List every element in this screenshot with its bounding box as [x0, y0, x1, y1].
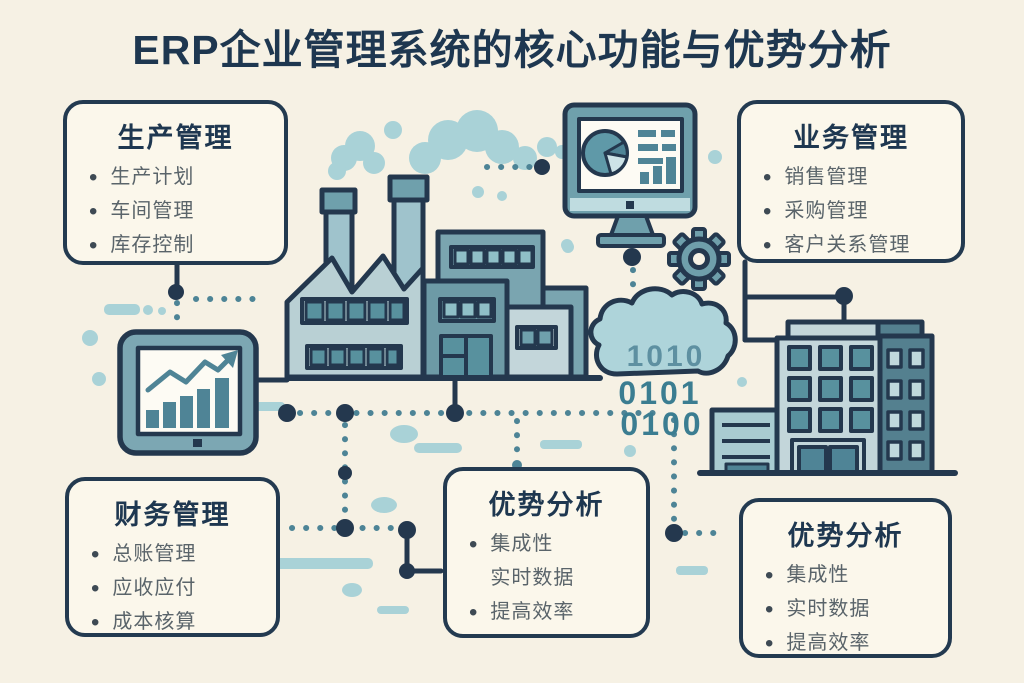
bullet-icon: • [765, 561, 775, 589]
bullet-icon: • [89, 197, 99, 225]
list-item: • 采购管理 [763, 199, 957, 224]
bullet-icon: • [91, 608, 101, 636]
list-item: • 实时数据 [765, 597, 944, 622]
gear-icon [667, 227, 731, 291]
item-label: 总账管理 [112, 543, 197, 565]
bullet-icon: • [765, 629, 775, 657]
advantage-center-box-title: 优势分析 [488, 490, 605, 520]
advantage-analysis-center-box: 优势分析 • 集成性 •实时数据 • 提高效率 [443, 467, 650, 638]
finance-box-title: 财务管理 [114, 500, 231, 530]
list-item: • 生产计划 [89, 165, 280, 190]
production-box-items: • 生产计划 • 车间管理 • 库存控制 [67, 165, 284, 258]
item-label: 成本核算 [112, 611, 197, 633]
business-management-box: 业务管理 • 销售管理 • 采购管理 • 客户关系管理 [737, 100, 965, 263]
finance-management-box: 财务管理 • 总账管理 • 应收应付 • 成本核算 [65, 477, 280, 637]
business-box-items: • 销售管理 • 采购管理 • 客户关系管理 [741, 165, 961, 258]
item-label: 车间管理 [110, 200, 195, 222]
advantage-analysis-right-box: 优势分析 • 集成性 • 实时数据 • 提高效率 [739, 498, 952, 658]
production-box-title: 生产管理 [117, 123, 234, 153]
item-label: 生产计划 [110, 166, 195, 188]
bullet-icon: • [89, 163, 99, 191]
list-item: • 应收应付 [91, 576, 272, 601]
bullet-icon: • [89, 231, 99, 259]
office-building-icon [697, 319, 958, 476]
junction-dots [168, 159, 853, 579]
item-label: 客户关系管理 [784, 234, 911, 256]
cloud-binary-line1: 1010 [627, 340, 706, 373]
dotted-connectors [174, 164, 729, 536]
advantage-right-box-title: 优势分析 [787, 521, 904, 551]
item-label: 库存控制 [110, 234, 195, 256]
decorative-accents [82, 150, 908, 614]
bullet-icon: • [765, 595, 775, 623]
page-title: ERP企业管理系统的核心功能与优势分析 [132, 27, 892, 73]
list-item: • 集成性 [469, 532, 642, 557]
business-box-title: 业务管理 [793, 123, 909, 153]
list-item: • 成本核算 [91, 610, 272, 635]
advantage-center-box-items: • 集成性 •实时数据 • 提高效率 [447, 532, 646, 625]
list-item: • 库存控制 [89, 233, 280, 258]
finance-box-items: • 总账管理 • 应收应付 • 成本核算 [69, 542, 276, 635]
item-label: 提高效率 [786, 632, 871, 654]
monitor-pie-chart-icon [562, 102, 698, 248]
list-item: • 销售管理 [763, 165, 957, 190]
item-label: 集成性 [490, 533, 554, 555]
bullet-icon: • [763, 231, 773, 259]
production-management-box: 生产管理 • 生产计划 • 车间管理 • 库存控制 [63, 100, 288, 265]
cloud-binary-line2: 0101 [618, 375, 701, 411]
item-label: 销售管理 [784, 166, 869, 188]
factory-icon [284, 174, 603, 381]
list-item: • 车间管理 [89, 199, 280, 224]
cloud-binary-line3: 0100 [620, 406, 703, 442]
tablet-growth-chart-icon [117, 329, 259, 456]
bullet-icon: • [763, 163, 773, 191]
item-label: 提高效率 [490, 601, 575, 623]
item-label: 实时数据 [786, 598, 871, 620]
item-label: 集成性 [786, 564, 850, 586]
bullet-icon: • [469, 598, 479, 626]
list-item: • 提高效率 [765, 631, 944, 656]
item-label: 采购管理 [784, 200, 869, 222]
bullet-icon: • [763, 197, 773, 225]
bullet-icon: • [91, 574, 101, 602]
item-label: 实时数据 [490, 567, 575, 589]
item-label: 应收应付 [112, 577, 197, 599]
list-item: • 总账管理 [91, 542, 272, 567]
list-item: • 提高效率 [469, 600, 642, 625]
advantage-right-box-items: • 集成性 • 实时数据 • 提高效率 [743, 563, 948, 656]
smoke-icon [328, 110, 569, 180]
cloud-data-icon: 1010 0101 0100 [588, 286, 738, 442]
bullet-icon: • [469, 530, 479, 558]
list-item: • 客户关系管理 [763, 233, 957, 258]
list-item: • 集成性 [765, 563, 944, 588]
list-item: •实时数据 [469, 566, 642, 591]
bullet-icon: • [91, 540, 101, 568]
